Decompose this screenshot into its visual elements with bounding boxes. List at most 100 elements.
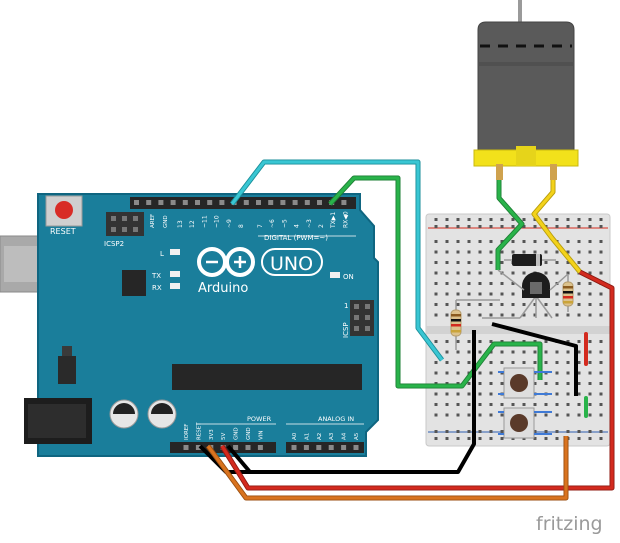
- push-button-bottom[interactable]: [498, 407, 552, 439]
- breadboard-hole: [599, 271, 603, 275]
- digital-header: [130, 197, 356, 209]
- power-pin-label: GND: [246, 427, 252, 440]
- resistor-left: [450, 300, 462, 350]
- breadboard-hole: [500, 413, 504, 417]
- breadboard-hole: [577, 240, 581, 243]
- breadboard-hole: [500, 350, 504, 354]
- voltage-regulator: [58, 356, 76, 384]
- breadboard-hole: [467, 340, 471, 343]
- breadboard-hole: [478, 225, 482, 228]
- breadboard-hole: [467, 250, 471, 254]
- breadboard-hole: [555, 350, 559, 354]
- reset-label: RESET: [50, 227, 76, 236]
- analog-pin-label: A4: [342, 432, 348, 440]
- motor-terminal-left: [496, 164, 503, 180]
- digital-pin-label: ~3: [306, 219, 313, 228]
- header-pin: [170, 200, 176, 205]
- breadboard-hole: [478, 382, 482, 385]
- breadboard-hole: [522, 218, 526, 221]
- breadboard-hole: [467, 303, 471, 306]
- breadboard-hole: [522, 250, 526, 254]
- motor-terminal-right: [550, 164, 557, 180]
- breadboard-hole: [434, 403, 438, 406]
- breadboard-hole: [500, 303, 504, 306]
- header-pin: [328, 445, 334, 450]
- header-pin: [146, 200, 152, 205]
- breadboard-hole: [566, 371, 570, 375]
- arduino-wordmark: Arduino: [198, 281, 248, 296]
- breadboard-hole: [555, 437, 559, 440]
- voltage-regulator-tab: [62, 346, 72, 356]
- breadboard-hole: [544, 430, 548, 433]
- motor-shaft: [518, 0, 522, 24]
- header-pin: [233, 445, 239, 450]
- reset-button[interactable]: [55, 201, 73, 219]
- breadboard-hole: [489, 313, 493, 317]
- icsp-label: ICSP: [342, 322, 350, 338]
- breadboard-hole: [445, 437, 449, 440]
- power-pin-label: IOREF: [184, 424, 190, 440]
- breadboard-hole: [511, 218, 515, 221]
- breadboard-hole: [522, 240, 526, 243]
- breadboard-hole: [489, 282, 493, 285]
- breadboard-hole: [478, 413, 482, 417]
- header-pin: [316, 445, 322, 450]
- header-pin: [207, 200, 213, 205]
- breadboard-hole: [599, 361, 603, 364]
- breadboard-hole: [555, 392, 559, 396]
- breadboard-hole: [522, 313, 526, 317]
- breadboard-hole: [445, 413, 449, 417]
- breadboard-hole: [511, 292, 515, 296]
- breadboard-hole: [533, 225, 537, 228]
- breadboard-hole: [478, 250, 482, 254]
- breadboard-hole: [577, 350, 581, 354]
- analog-pin-label: A2: [317, 433, 323, 440]
- breadboard-hole: [456, 340, 460, 343]
- digital-pin-label: 12: [189, 220, 196, 228]
- breadboard-hole: [555, 382, 559, 385]
- breadboard-hole: [555, 261, 559, 264]
- wire-pin9-cyan: [230, 160, 444, 361]
- breadboard-hole: [599, 218, 603, 221]
- power-pin-label: VIN: [258, 431, 264, 441]
- header-pin: [268, 200, 274, 205]
- breadboard-hole: [489, 361, 493, 364]
- breadboard-hole: [434, 292, 438, 296]
- push-button-top[interactable]: [498, 367, 552, 399]
- breadboard-hole: [456, 292, 460, 296]
- breadboard-hole: [478, 340, 482, 343]
- breadboard-hole: [511, 240, 515, 243]
- breadboard-hole: [456, 437, 460, 440]
- breadboard-hole: [522, 350, 526, 354]
- breadboard-hole: [489, 271, 493, 275]
- breadboard-hole: [588, 403, 592, 406]
- breadboard-hole: [544, 261, 548, 264]
- breadboard-hole: [533, 403, 537, 406]
- aref-label: AREF: [150, 214, 156, 228]
- capacitor-left: [109, 399, 139, 429]
- breadboard-hole: [577, 403, 581, 406]
- breadboard-hole: [489, 371, 493, 375]
- breadboard-hole: [467, 361, 471, 364]
- dc-power-jack-inner: [28, 404, 86, 438]
- breadboard-hole: [467, 261, 471, 264]
- header-pin: [317, 200, 322, 205]
- breadboard-hole: [511, 350, 515, 354]
- diode-band: [536, 254, 540, 266]
- breadboard-hole: [566, 392, 570, 396]
- breadboard-hole: [467, 403, 471, 406]
- header-pin: [195, 445, 201, 450]
- arduino-logo: [197, 247, 255, 277]
- breadboard-hole: [434, 240, 438, 243]
- breadboard-hole: [599, 240, 603, 243]
- breadboard-hole: [544, 240, 548, 243]
- uno-badge: [261, 248, 323, 276]
- breadboard-hole: [489, 382, 493, 385]
- breadboard-hole: [478, 292, 482, 296]
- breadboard-hole: [500, 292, 504, 296]
- analog-pin-label: A1: [304, 433, 310, 440]
- breadboard-hole: [434, 430, 438, 433]
